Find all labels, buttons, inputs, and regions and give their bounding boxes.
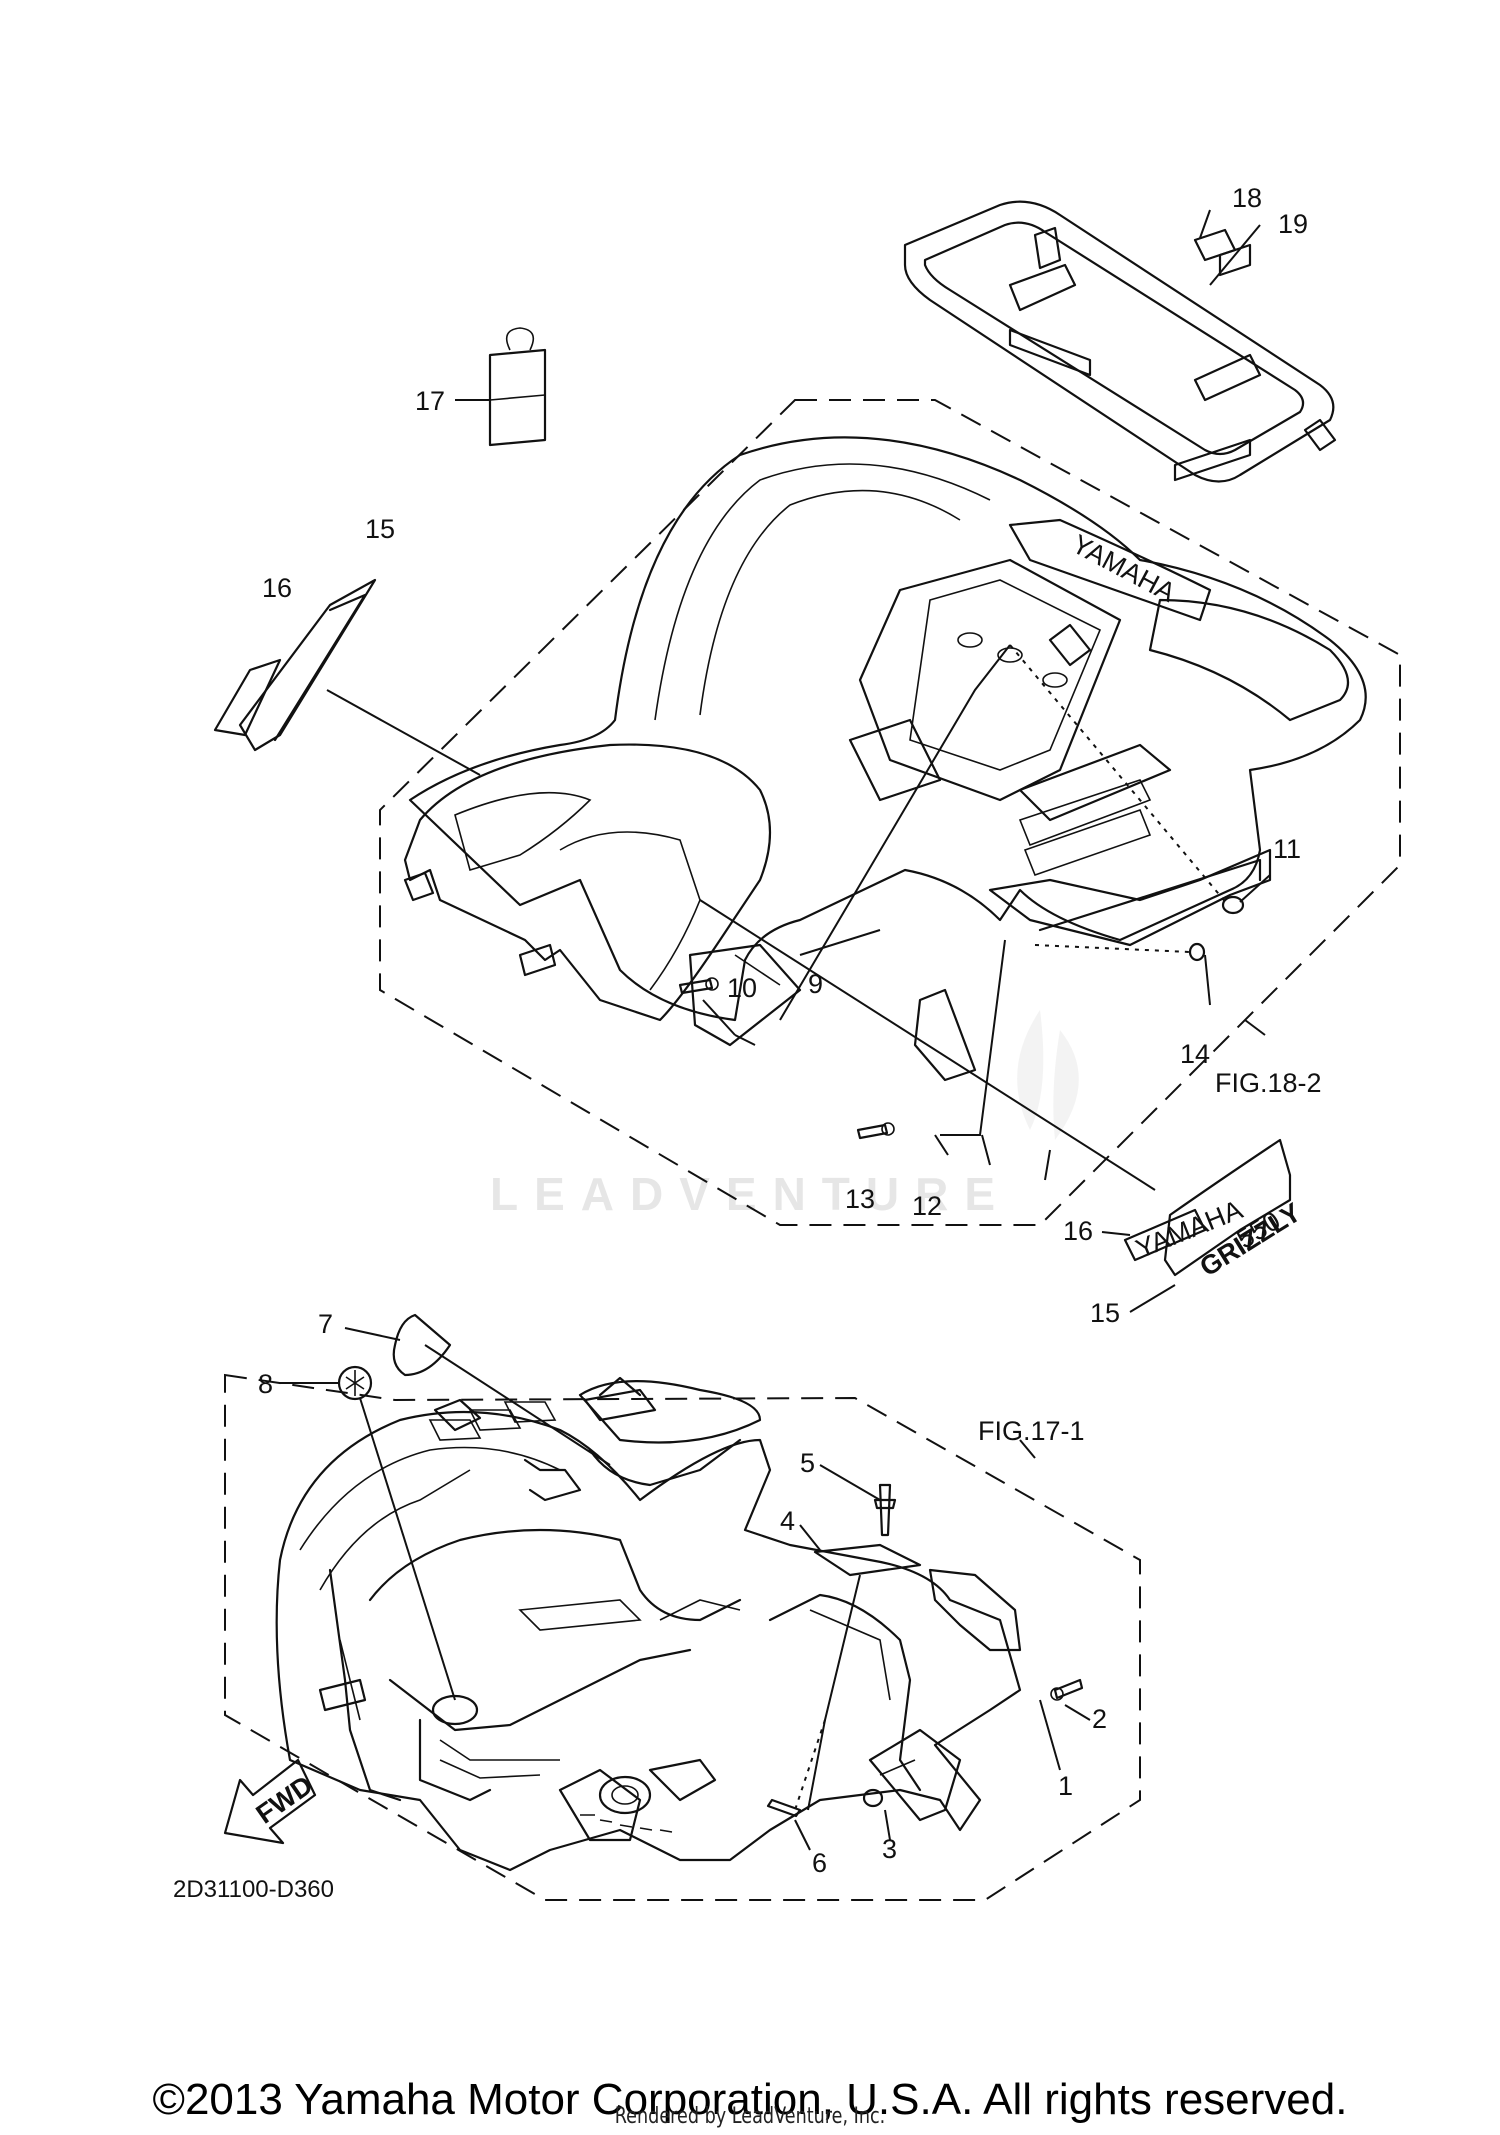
grommet-14: [1188, 942, 1206, 962]
callout-3: 3: [882, 1834, 897, 1864]
clip-13: [856, 1122, 895, 1140]
ref-fig-17-1: FIG.17-1: [978, 1416, 1085, 1446]
callout-7: 7: [318, 1309, 333, 1339]
clip-2: [1050, 1678, 1084, 1701]
front-group-boundary: [224, 1373, 1141, 1901]
rear-carrier-rack: [903, 200, 1337, 483]
callout-1: 1: [1058, 1771, 1073, 1801]
callout-17: 17: [415, 386, 445, 416]
rear-leader-lines: [326, 209, 1271, 1191]
callout-13: 13: [845, 1184, 875, 1214]
tag-17: [488, 327, 547, 447]
plate-12: [913, 988, 977, 1082]
rear-group-boundary: [379, 399, 1401, 1226]
rendered-by-credit: Rendered by LeadVenture, Inc.: [614, 2104, 886, 2129]
watermark-logo: [1017, 1010, 1079, 1140]
callout-12: 12: [912, 1191, 942, 1221]
callout-19: 19: [1278, 209, 1308, 239]
front-leader-lines: [280, 1327, 1091, 1851]
plate-4: [813, 1543, 922, 1577]
callout-8: 8: [258, 1369, 273, 1399]
callout-4: 4: [780, 1506, 795, 1536]
callout-11: 11: [1273, 834, 1301, 864]
callout-18: 18: [1232, 183, 1262, 213]
rear-fender: YAMAHA: [403, 436, 1367, 1022]
callout-6: 6: [812, 1848, 827, 1878]
callout-16-right: 16: [1063, 1216, 1093, 1246]
callout-9: 9: [808, 969, 823, 999]
grommet-3: [862, 1788, 884, 1808]
callout-16-left: 16: [262, 573, 292, 603]
bolt-5: [873, 1483, 897, 1537]
callout-5: 5: [800, 1448, 815, 1478]
decal-15-left: [238, 578, 377, 752]
copyright-notice: ©2013 Yamaha Motor Corporation, U.S.A. A…: [152, 2075, 1348, 2124]
callout-14: 14: [1180, 1039, 1210, 1069]
callout-15-left: 15: [365, 514, 395, 544]
decal-16-left: [213, 658, 282, 737]
plate-9: [688, 943, 802, 1047]
clip-10: [678, 977, 719, 995]
screw-6: [766, 1798, 802, 1818]
fwd-arrow-icon: FWD: [223, 1758, 318, 1845]
emblem-8: [337, 1365, 373, 1401]
decal-18-19: [1193, 228, 1252, 277]
callout-2: 2: [1092, 1704, 1107, 1734]
drawing-code: 2D31100-D360: [173, 1876, 334, 1903]
callout-10: 10: [727, 973, 757, 1003]
front-fender: [275, 1376, 1022, 1872]
decal-7: [392, 1313, 452, 1377]
watermark-text: LEADVENTURE: [490, 1168, 1011, 1220]
grommet-11: [1221, 895, 1245, 915]
callout-15-right: 15: [1090, 1298, 1120, 1328]
ref-fig-18-2: FIG.18-2: [1215, 1068, 1322, 1098]
